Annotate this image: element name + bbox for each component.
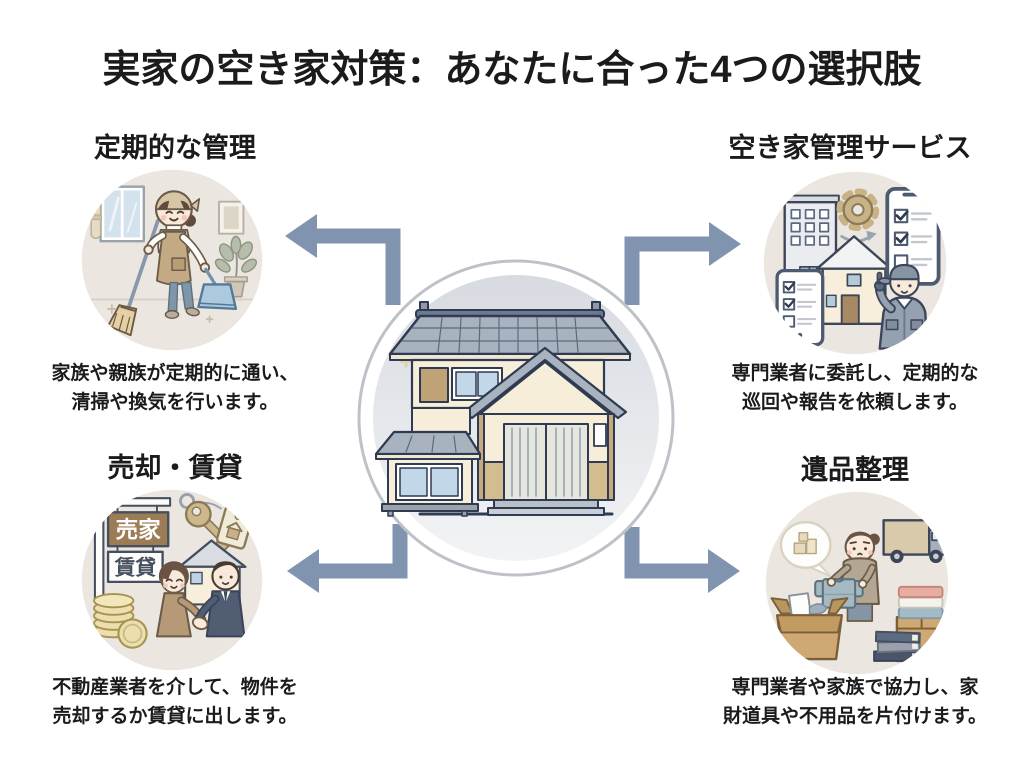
management-service-illustration — [760, 168, 950, 358]
tablet-checklist-icon — [775, 268, 825, 347]
description-line: 専門業者や家族で協力し、家 — [731, 677, 979, 698]
option-description: 専門業者や家族で協力し、家 財道具や不用品を片付けます。 — [690, 674, 1020, 731]
japanese-house-icon — [357, 259, 675, 577]
for-rent-sign-label: 賃貸 — [114, 555, 157, 579]
gear-icon — [836, 188, 880, 232]
option-description: 専門業者に委託し、定期的な 巡回や報告を依頼します。 — [693, 360, 1017, 417]
description-line: 専門業者に委託し、定期的な — [731, 363, 979, 384]
thought-bubble-boxes-icon — [779, 521, 832, 578]
cleaning-woman-illustration — [78, 166, 266, 354]
handshake-icon — [191, 616, 209, 631]
description-line: 巡回や報告を依頼します。 — [741, 391, 969, 413]
hand-icon — [826, 577, 837, 587]
sparkle-icon — [107, 304, 214, 323]
book-stack-icon — [873, 630, 921, 662]
option-heading: 空き家管理サービス — [728, 133, 972, 163]
option-description: 家族や親族が定期的に通い、 清掃や換気を行います。 — [15, 360, 335, 417]
arrow-to-bottom-right-icon — [624, 527, 740, 593]
small-house-icon — [815, 235, 893, 325]
cleaning-woman-figure — [143, 190, 211, 319]
for-sale-sign: 売家 — [106, 511, 170, 548]
window-icon — [88, 184, 145, 243]
picture-frame-icon — [218, 200, 245, 235]
dustpan-icon — [197, 267, 238, 311]
center-house-illustration — [354, 256, 678, 580]
option-description: 不動産業者を介して、物件を 売却するか賃貸に出します。 — [15, 674, 335, 731]
arrow-to-top-right-icon — [624, 222, 741, 305]
maintenance-worker-figure — [874, 263, 929, 350]
option-heading: 売却・賃貸 — [107, 453, 243, 483]
for-rent-sign: 賃貸 — [106, 550, 164, 584]
arrow-to-bottom-left-icon — [287, 524, 408, 593]
option-heading: 遺品整理 — [801, 455, 909, 485]
arrow-to-top-left-icon — [285, 214, 401, 305]
coin-stack-icon — [93, 593, 148, 649]
estate-cleanup-illustration — [762, 488, 952, 678]
option-heading: 定期的な管理 — [94, 133, 256, 163]
description-line: 不動産業者を介して、物件を — [52, 677, 298, 698]
description-line: 売却するか賃貸に出します。 — [52, 705, 298, 727]
broom-icon — [107, 218, 160, 337]
held-shirt-icon — [814, 578, 864, 609]
description-line: 家族や親族が定期的に通い、 — [51, 363, 299, 384]
hand-icon — [858, 579, 868, 589]
description-line: 清掃や換気を行います。 — [71, 391, 279, 413]
page-title: 実家の空き家対策：あなたに合った4つの選択肢 — [102, 49, 922, 91]
for-sale-sign-label: 売家 — [116, 517, 162, 543]
description-line: 財道具や不用品を片付けます。 — [722, 705, 988, 727]
open-cardboard-box-icon — [770, 592, 849, 661]
woman-seller-figure — [155, 561, 207, 638]
sale-rental-illustration: 売家 賃貸 — [78, 486, 266, 674]
